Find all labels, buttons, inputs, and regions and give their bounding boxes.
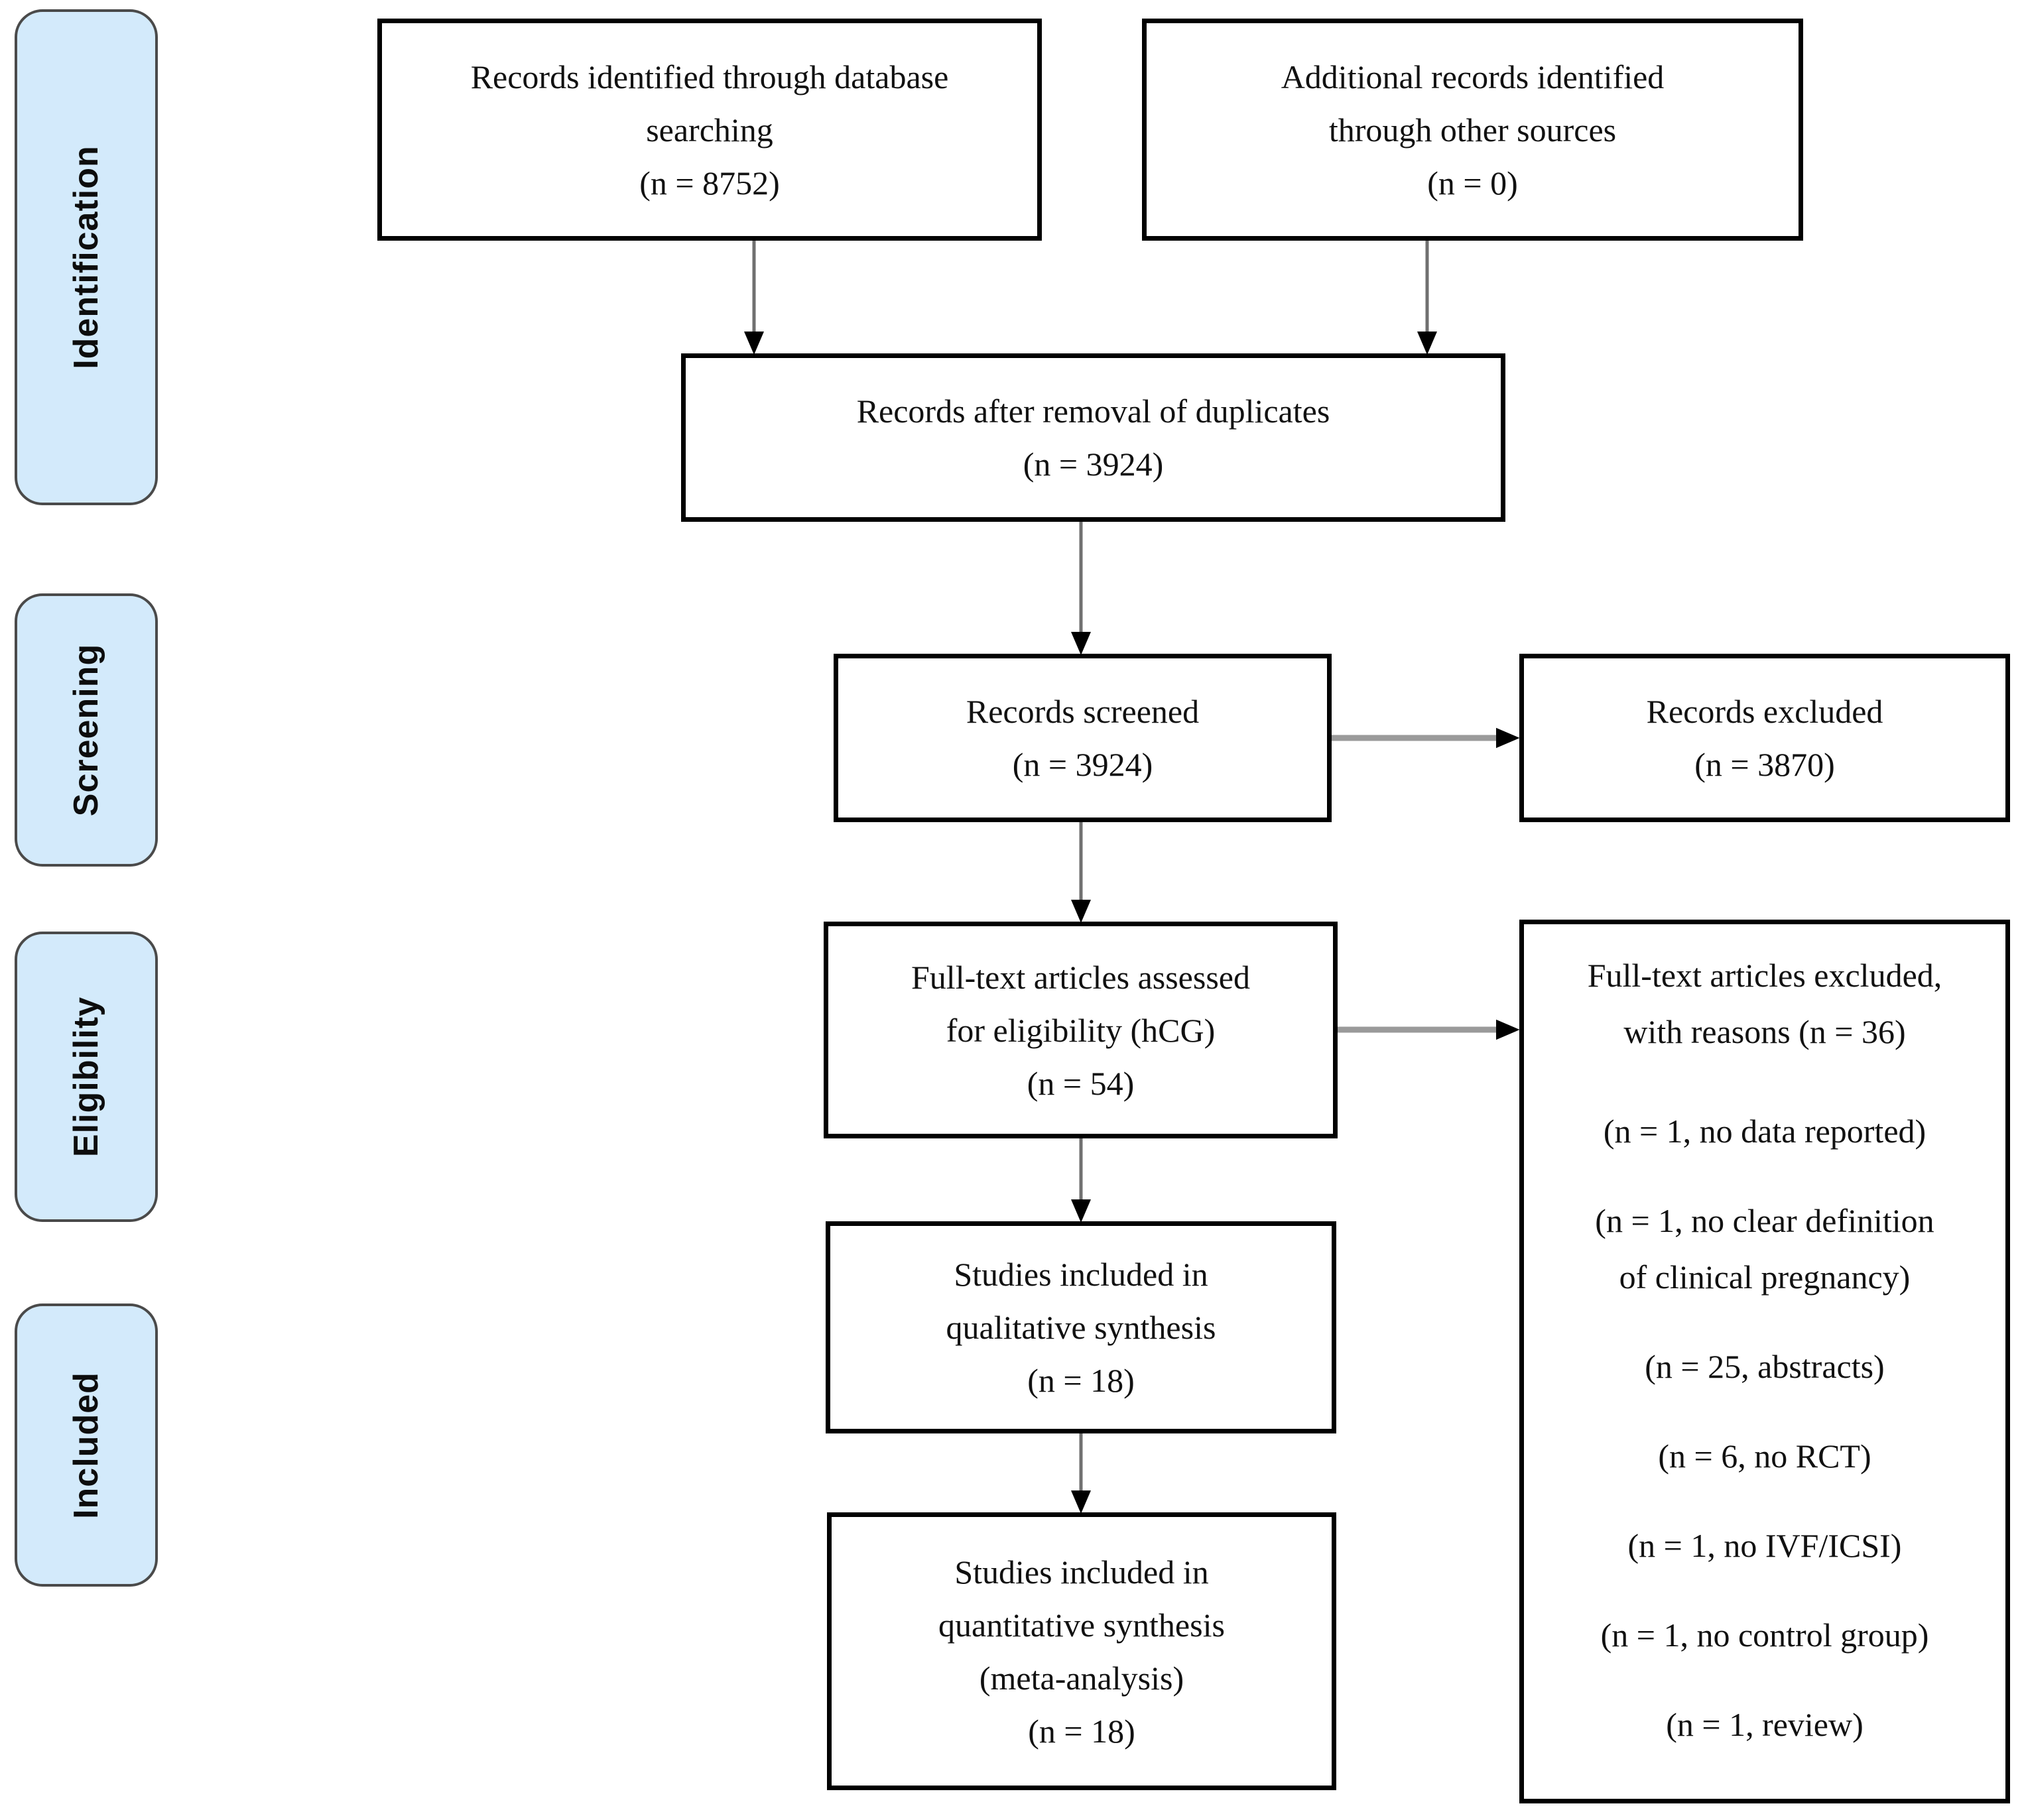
box-text-line: through other sources — [1328, 111, 1617, 149]
reason-item: (n = 1, review) — [1666, 1697, 1864, 1753]
box-text-line: qualitative synthesis — [946, 1309, 1216, 1346]
box-records-identified: Records identified through database sear… — [377, 19, 1042, 241]
box-text-line: with reasons (n = 36) — [1623, 1013, 1906, 1050]
box-fulltext-excluded-reasons: Full-text articles excluded, with reason… — [1519, 920, 2010, 1803]
box-fulltext-assessed: Full-text articles assessed for eligibil… — [824, 922, 1338, 1138]
box-records-after-duplicates: Records after removal of duplicates (n =… — [681, 353, 1505, 522]
box-text-line: (n = 3924) — [1012, 746, 1153, 783]
stage-box-identification: Identification — [15, 9, 158, 505]
box-text-line: (n = 6, no RCT) — [1658, 1437, 1871, 1475]
stage-label-included: Included — [67, 1371, 106, 1519]
box-text-line: (n = 54) — [1027, 1064, 1135, 1102]
box-text-line: Studies included in — [954, 1256, 1208, 1293]
stage-box-included: Included — [15, 1304, 158, 1587]
box-text-line: of clinical pregnancy) — [1619, 1258, 1911, 1296]
stage-box-screening: Screening — [15, 593, 158, 867]
box-text-line: (n = 0) — [1427, 164, 1518, 202]
box-text-line: Records excluded — [1646, 693, 1883, 730]
box-text-line: Full-text articles assessed — [911, 958, 1250, 996]
stage-label-screening: Screening — [67, 643, 106, 817]
box-text-line: Full-text articles excluded, — [1587, 957, 1942, 994]
reason-item: (n = 1, no IVF/ICSI) — [1628, 1518, 1902, 1574]
box-text-line: Records after removal of duplicates — [856, 393, 1330, 430]
reason-item: (n = 1, no data reported) — [1604, 1103, 1926, 1160]
box-text-line: (n = 1, no data reported) — [1603, 1113, 1927, 1150]
box-text-line: searching — [646, 111, 773, 149]
box-text-line: (n = 3870) — [1694, 746, 1835, 783]
box-text-line: (n = 18) — [1028, 1712, 1135, 1750]
box-additional-records: Additional records identified through ot… — [1142, 19, 1803, 241]
box-records-excluded: Records excluded (n = 3870) — [1519, 654, 2010, 822]
box-text-line: for eligibility (hCG) — [946, 1011, 1216, 1049]
reason-item: (n = 25, abstracts) — [1645, 1339, 1884, 1395]
box-text-line: (n = 1, no IVF/ICSI) — [1627, 1527, 1902, 1564]
stage-label-identification: Identification — [67, 145, 105, 369]
box-text-line: Records screened — [966, 693, 1200, 730]
box-qualitative-synthesis: Studies included in qualitative synthesi… — [826, 1221, 1336, 1433]
box-text-line: Records identified through database — [470, 58, 949, 95]
box-text-line: (n = 1, review) — [1666, 1706, 1864, 1743]
box-text-line: (n = 18) — [1027, 1362, 1135, 1399]
box-text-line: (n = 3924) — [1023, 446, 1164, 483]
reason-item: (n = 1, no control group) — [1601, 1607, 1929, 1664]
box-records-screened: Records screened (n = 3924) — [834, 654, 1332, 822]
reason-item: (n = 1, no clear definition of clinical … — [1595, 1193, 1934, 1305]
stage-label-eligibility: Eligibility — [67, 996, 106, 1158]
box-text-line: (n = 25, abstracts) — [1645, 1348, 1885, 1385]
box-text-line: (n = 1, no control group) — [1600, 1616, 1929, 1654]
reasons-header: Full-text articles excluded, with reason… — [1588, 947, 1942, 1060]
box-quantitative-synthesis: Studies included in quantitative synthes… — [827, 1512, 1336, 1790]
box-text-line: Studies included in — [954, 1553, 1209, 1591]
reason-item: (n = 6, no RCT) — [1658, 1428, 1871, 1485]
box-text-line: Additional records identified — [1281, 58, 1665, 95]
box-text-line: (n = 8752) — [639, 164, 780, 202]
box-text-line: (meta-analysis) — [979, 1659, 1184, 1697]
box-text-line: quantitative synthesis — [938, 1606, 1225, 1644]
box-text-line: (n = 1, no clear definition — [1595, 1202, 1934, 1239]
stage-box-eligibility: Eligibility — [15, 932, 158, 1222]
